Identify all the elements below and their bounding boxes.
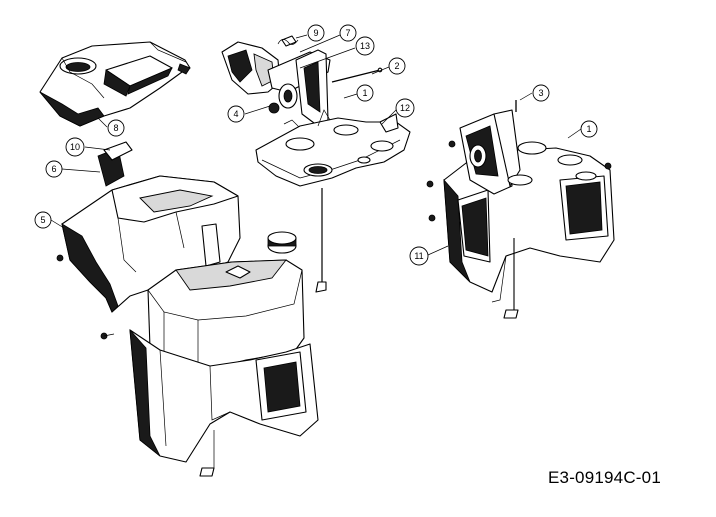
callout-2-label: 2	[394, 61, 399, 71]
callout-6: 6	[45, 160, 63, 178]
callout-1-right: 1	[580, 120, 598, 138]
callout-8: 8	[107, 119, 125, 137]
callout-2: 2	[388, 57, 406, 75]
callout-1-upper: 1	[356, 84, 374, 102]
callout-12: 12	[395, 98, 415, 118]
callout-5: 5	[34, 211, 52, 229]
callout-11: 11	[409, 246, 429, 266]
main-housing-part-5	[56, 141, 241, 340]
callout-3: 3	[532, 84, 550, 102]
callout-11-label: 11	[414, 251, 423, 261]
pedal-bracket-assembly	[221, 35, 331, 129]
callout-6-label: 6	[51, 164, 56, 174]
callout-9-label: 9	[313, 28, 318, 38]
rod-part-2	[331, 67, 383, 83]
callout-10: 10	[65, 137, 85, 157]
floor-plate-part-12	[255, 109, 411, 187]
callout-3-label: 3	[538, 88, 543, 98]
complete-body-part-11	[426, 100, 615, 319]
brake-rod	[315, 188, 327, 293]
hood-cover-part-8	[39, 41, 191, 127]
callout-10-label: 10	[70, 142, 80, 152]
fuel-tank	[147, 231, 305, 373]
callout-12-label: 12	[400, 103, 410, 113]
drawing-code: E3-09194C-01	[548, 468, 661, 487]
callout-4: 4	[227, 105, 245, 123]
callout-13: 13	[355, 36, 375, 56]
callout-13-label: 13	[360, 41, 370, 51]
callout-1-right-label: 1	[586, 124, 591, 134]
callout-7: 7	[339, 24, 357, 42]
leader-lines	[50, 34, 582, 256]
callout-1-upper-label: 1	[362, 88, 367, 98]
callout-8-label: 8	[113, 123, 118, 133]
callout-7-label: 7	[345, 28, 350, 38]
callout-9: 9	[307, 24, 325, 42]
callout-4-label: 4	[233, 109, 238, 119]
lower-fender-left	[129, 328, 319, 477]
callout-5-label: 5	[40, 215, 45, 225]
